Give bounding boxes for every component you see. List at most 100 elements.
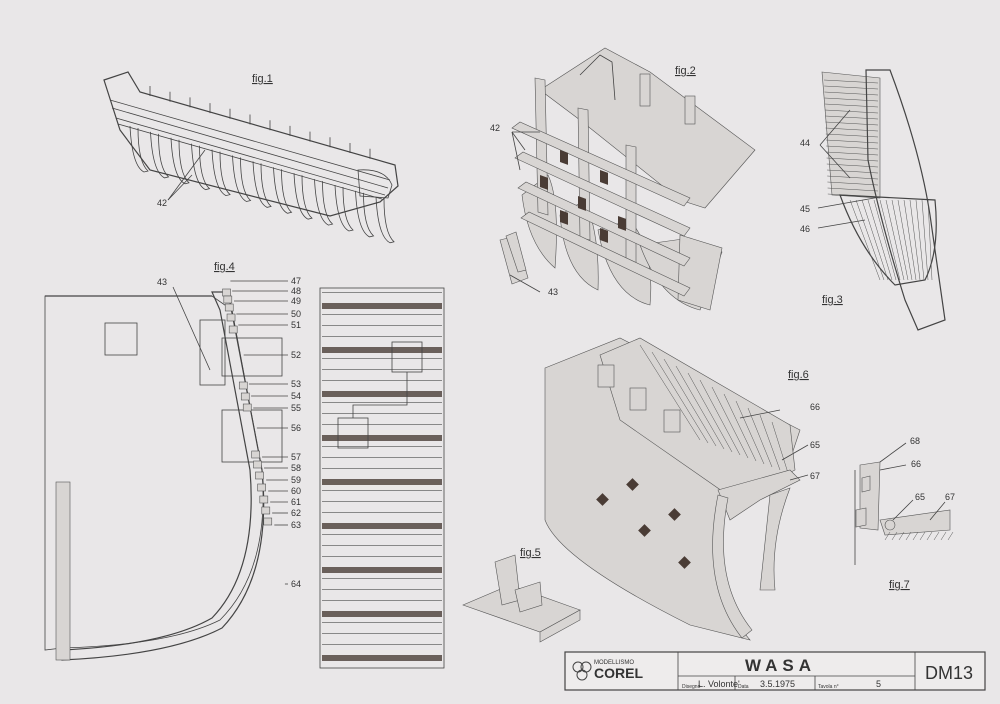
hull-frame — [232, 155, 252, 202]
figure-1-hull: fig.1 42 — [103, 71, 399, 244]
plank-row — [322, 567, 442, 573]
plank-row — [322, 600, 442, 601]
fig7-callout-68: 68 — [910, 436, 920, 446]
plank-line — [824, 103, 879, 108]
plank-row — [322, 402, 442, 403]
section-hatch — [915, 199, 925, 281]
plank-row — [322, 446, 442, 447]
plank-row — [322, 644, 442, 645]
corel-logo: MODELLISMO COREL — [572, 660, 643, 681]
plank-line — [825, 115, 879, 120]
fig3-callout-44: 44 — [800, 138, 810, 148]
plank-row — [322, 479, 442, 485]
detail-hatch — [891, 531, 898, 541]
hull-frame — [375, 196, 395, 244]
detail-hatch — [940, 531, 947, 541]
section-hatch — [861, 199, 889, 281]
hull-frame — [170, 137, 190, 185]
section-hatch — [879, 199, 901, 281]
plank-line — [827, 181, 879, 186]
fig4-callout: 52 — [291, 350, 301, 360]
fig4-callout: 59 — [291, 475, 301, 485]
fig4-callout: 50 — [291, 309, 301, 319]
plank-row — [322, 611, 442, 617]
fig4-callout: 47 — [291, 276, 301, 286]
gunport — [560, 150, 568, 165]
plank-line — [825, 139, 879, 144]
sheet-number: 5 — [876, 679, 881, 689]
plank-row — [322, 314, 442, 315]
plank-line — [823, 79, 879, 84]
section-hatch — [909, 199, 921, 281]
hull-frame — [355, 190, 375, 238]
detail-hatch — [884, 531, 891, 541]
section-hatch — [873, 199, 897, 281]
section-hatch — [903, 199, 917, 281]
brand-top: MODELLISMO — [594, 660, 634, 666]
deck-plank — [675, 365, 725, 450]
deck-plank — [747, 407, 773, 468]
wale-block — [261, 506, 271, 515]
detail-hatch — [926, 531, 933, 541]
deck-plank — [723, 393, 757, 462]
fig4-callout: 56 — [291, 423, 301, 433]
figure-7-detail: fig.7 68 66 65 67 — [854, 436, 955, 591]
plank-line — [824, 91, 879, 96]
gunport — [560, 210, 568, 225]
deck-plank — [639, 344, 701, 441]
fig4-callout: 49 — [291, 296, 301, 306]
sheet-label: Tavola n° — [818, 684, 839, 690]
plank-row — [322, 369, 442, 370]
hull-frame — [314, 179, 334, 226]
deck-plank — [771, 421, 789, 474]
fig3-callout-45: 45 — [800, 204, 810, 214]
hull-frame — [334, 184, 354, 232]
plank-row — [322, 336, 442, 337]
fig6-callout-65: 65 — [810, 440, 820, 450]
plank-line — [824, 85, 879, 90]
fig4-callout: 55 — [291, 403, 301, 413]
plank-row — [322, 435, 442, 441]
gunport — [540, 174, 548, 190]
wale-strip — [517, 181, 691, 267]
detail-hatch — [947, 531, 954, 541]
plank-line — [826, 157, 879, 162]
hull-frame — [273, 167, 293, 214]
plank-row — [322, 622, 442, 623]
gunport — [600, 228, 608, 243]
fig7-label: fig.7 — [889, 579, 910, 591]
fig2-callout-42: 42 — [490, 123, 500, 133]
hull-frame — [252, 161, 272, 208]
fig3-callout-46: 46 — [800, 224, 810, 234]
plank-row — [322, 589, 442, 590]
fig5-label: fig.5 — [520, 547, 541, 559]
section-hatch — [927, 199, 933, 281]
wale-block — [251, 450, 260, 459]
fig6-label: fig.6 — [788, 369, 809, 381]
wale-block — [257, 483, 266, 492]
wale-block — [224, 303, 234, 312]
plank-row — [322, 655, 442, 661]
plank-line — [827, 187, 879, 192]
plank-line — [827, 175, 879, 180]
plank-row — [322, 633, 442, 634]
plank-line — [826, 145, 879, 150]
wale-strip — [520, 211, 691, 297]
detail-hatch — [919, 531, 926, 541]
figure-5-bracket: fig.5 — [462, 547, 581, 643]
deck-plank — [663, 358, 717, 447]
fig4-callout: 48 — [291, 286, 301, 296]
wale-strip — [511, 121, 691, 207]
plank-line — [826, 151, 879, 156]
gunport — [600, 170, 608, 185]
wale-block — [228, 325, 238, 334]
plank-row — [322, 523, 442, 529]
fig4-callout: 53 — [291, 379, 301, 389]
fig7-callout-67: 67 — [945, 492, 955, 502]
plank-row — [322, 380, 442, 381]
fig3-label: fig.3 — [822, 294, 843, 306]
plank-row — [322, 292, 442, 293]
plank-row — [322, 391, 442, 397]
section-hatch — [867, 199, 893, 281]
section-hatch — [849, 199, 881, 281]
